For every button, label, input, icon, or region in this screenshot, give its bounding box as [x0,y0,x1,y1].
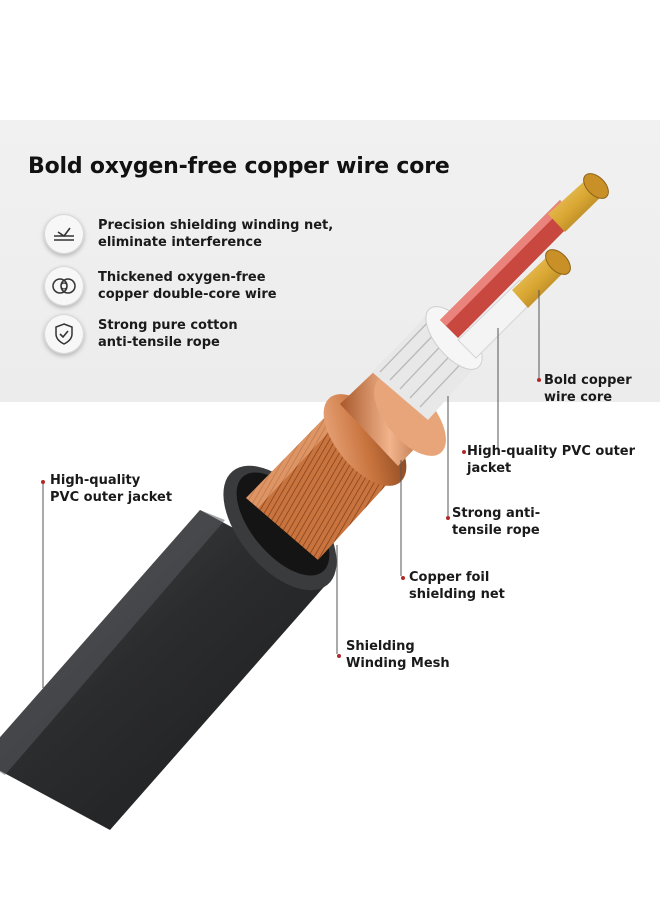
callout-line1: Shielding [346,639,415,654]
shield-check-icon [44,314,84,354]
callout-winding-mesh: Shielding Winding Mesh [346,638,450,672]
feature-line2: copper double-core wire [98,287,277,302]
feature-line2: eliminate interference [98,235,262,250]
callout-line1: Strong anti- [452,506,541,521]
callout-line1: Bold copper [544,373,632,388]
red-core [440,200,575,338]
callout-pvc-inner: High-quality PVC outer jacket [467,443,635,477]
callout-line2: jacket [467,461,512,476]
callout-anti-tensile: Strong anti- tensile rope [452,505,540,539]
callout-pvc-outer: High-quality PVC outer jacket [50,472,172,506]
feature-item-winding-net: Precision shielding winding net, elimina… [44,214,338,254]
feature-line1: Precision shielding winding net, [98,218,334,233]
callout-lines [41,290,541,688]
headline: Bold oxygen-free copper wire core [28,154,450,179]
callout-line2: tensile rope [452,523,540,538]
feature-line1: Thickened oxygen-free [98,270,266,285]
feature-text: Thickened oxygen-free copper double-core… [98,269,338,303]
callout-line2: shielding net [409,587,505,602]
callout-bold-copper: Bold copper wire core [544,372,632,406]
callout-line2: PVC outer jacket [50,490,173,505]
anti-tensile-rope [372,306,483,420]
feature-line2: anti-tensile rope [98,335,220,350]
feature-line1: Strong pure cotton [98,318,238,333]
feature-text: Precision shielding winding net, elimina… [98,217,338,251]
feature-item-double-core: Thickened oxygen-free copper double-core… [44,266,338,306]
callout-line2: Winding Mesh [346,656,450,671]
outer-jacket [0,510,330,830]
callout-line1: High-quality PVC outer [467,444,636,459]
double-core-icon [44,266,84,306]
callout-line1: High-quality [50,473,141,488]
feature-text: Strong pure cotton anti-tensile rope [98,317,338,351]
feature-item-anti-tensile: Strong pure cotton anti-tensile rope [44,314,338,354]
winding-net-icon [44,214,84,254]
callout-line1: Copper foil [409,570,490,585]
callout-copper-foil: Copper foil shielding net [409,569,505,603]
callout-line2: wire core [544,390,613,405]
